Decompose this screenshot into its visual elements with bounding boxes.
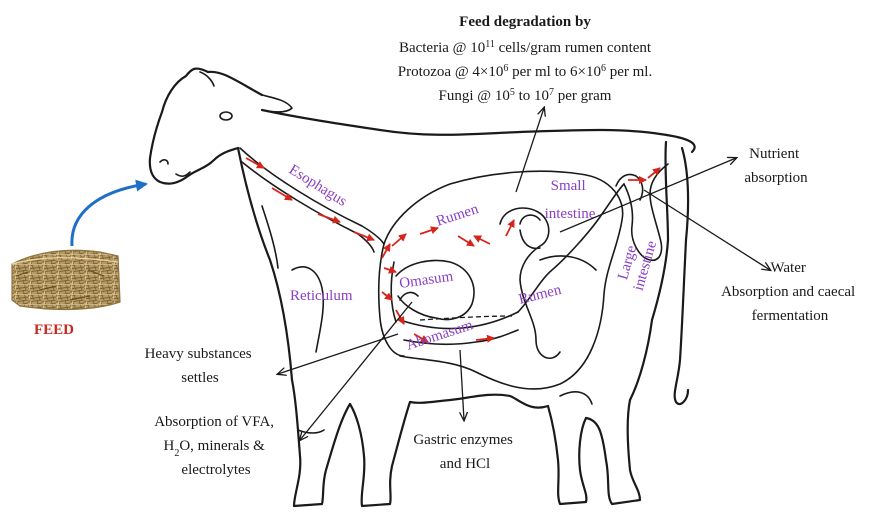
cow-eye	[220, 112, 232, 120]
flow-arrow	[384, 268, 396, 272]
cow-nostril	[160, 160, 168, 164]
note-protozoa: Protozoa @ 4×106 per ml to 6×106 per ml.	[398, 63, 652, 81]
label-small-intestine: Small intestine	[545, 178, 596, 222]
label-rumen-upper: Rumen	[434, 201, 481, 230]
annotation-gastric: Gastric enzymes and HCl	[413, 432, 516, 472]
flow-arrow	[392, 234, 406, 246]
feed-degradation-note: Feed degradation by Bacteria @ 1011 cell…	[398, 14, 652, 104]
note-title: Feed degradation by	[459, 14, 591, 30]
feed-label: FEED	[34, 322, 74, 338]
label-abomasum: Abomasum	[404, 317, 475, 354]
flow-arrow	[318, 214, 340, 222]
cow-tail	[675, 148, 688, 404]
pointer-arrows	[278, 108, 770, 440]
pointer-gastric	[460, 350, 464, 420]
cow-ear	[262, 95, 292, 112]
cow-belly	[410, 395, 548, 408]
annotation-water: Water Absorption and caecal fermentation	[721, 260, 859, 324]
cow-back	[262, 110, 695, 152]
pointer-degradation	[516, 108, 544, 192]
annotation-nutrient: Nutrient absorption	[744, 146, 808, 186]
annotation-heavy: Heavy substances settles	[145, 346, 256, 386]
flow-arrow	[272, 188, 292, 200]
pointer-heavy	[278, 334, 398, 374]
note-bacteria: Bacteria @ 1011 cells/gram rumen content	[399, 39, 652, 57]
label-large-intestine: Large intestine	[613, 234, 660, 293]
hay-bale	[12, 250, 120, 309]
flow-arrow	[474, 236, 490, 244]
pointer-water	[644, 190, 770, 270]
cow-front-leg	[350, 402, 410, 506]
pointer-nutrient	[560, 158, 736, 232]
flow-arrow	[458, 236, 474, 246]
flow-arrow	[420, 228, 438, 234]
esophagus-tube	[240, 148, 384, 244]
annotation-vfa: Absorption of VFA, H2O, minerals & elect…	[154, 414, 278, 478]
label-reticulum: Reticulum	[290, 288, 353, 304]
label-omasum: Omasum	[398, 269, 454, 292]
feed-arrow	[72, 184, 146, 246]
note-fungi: Fungi @ 105 to 107 per gram	[439, 87, 612, 105]
cow-hind-leg	[586, 400, 640, 504]
label-rumen-lower: Rumen	[517, 282, 563, 308]
cow-head	[150, 69, 262, 184]
flow-arrow	[506, 220, 514, 236]
